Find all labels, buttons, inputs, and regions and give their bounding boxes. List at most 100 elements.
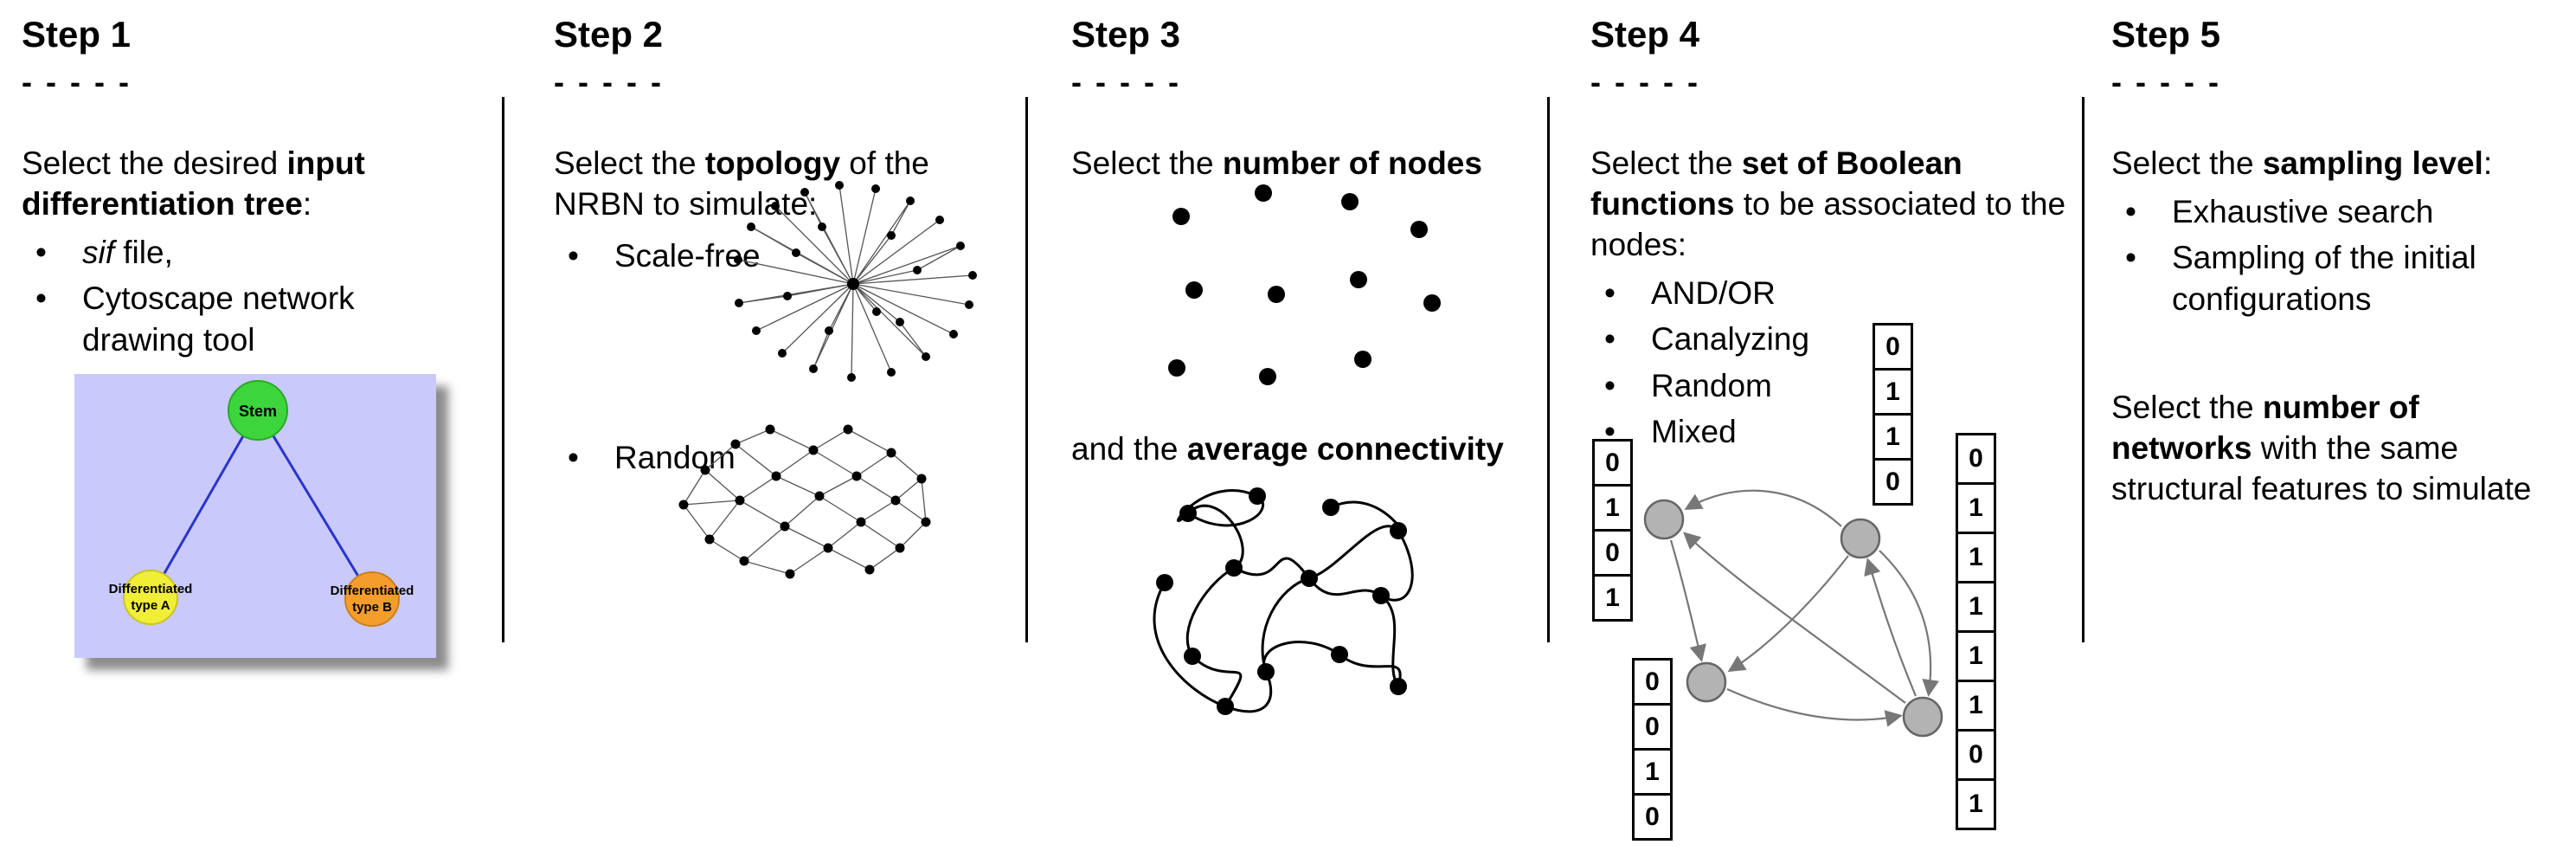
- step4-dashes: - - - - -: [1590, 64, 1700, 100]
- step5-bullet-sampling: Sampling of the initial configurations: [2111, 237, 2557, 319]
- boolean-network-edges: [1669, 489, 1939, 727]
- network-node: [1643, 499, 1685, 540]
- step5-intro: Select the sampling level:: [2111, 144, 2557, 184]
- table-cell: 1: [1956, 680, 1996, 732]
- table-cell: 1: [1592, 484, 1633, 532]
- step3-intro: Select the number of nodes: [1071, 144, 1543, 184]
- type-b-node: [344, 571, 400, 627]
- table-cell: 1: [1873, 413, 1913, 461]
- step1-bullet-cytoscape: Cytoscape network drawing tool: [22, 278, 459, 360]
- table-cell: 0: [1956, 729, 1996, 781]
- column-separator: [1025, 97, 1028, 642]
- boolean-network-nodes: [1643, 499, 1943, 738]
- table-cell: 1: [1592, 574, 1633, 622]
- text-segment: to be associated to the nodes:: [1590, 185, 2066, 262]
- tree-edge-b: [256, 409, 374, 600]
- step3-title: Step 3: [1071, 14, 1181, 55]
- text-segment: Select the: [1590, 145, 1742, 181]
- text-segment: Select the: [1071, 145, 1223, 181]
- table-cell: 0: [1632, 658, 1673, 706]
- differentiation-tree-svg: Stem Differentiated type A Differentiate…: [74, 374, 436, 658]
- scattered-nodes-svg: [1168, 184, 1441, 385]
- boolean-table-top: 0 1 1 0: [1873, 323, 1913, 506]
- column-separator: [2082, 97, 2085, 642]
- scattered-nodes: [1168, 184, 1441, 385]
- column-separator: [1547, 97, 1550, 642]
- step3-second-text: and the average connectivity: [1071, 429, 1543, 470]
- text-segment: file,: [114, 234, 173, 270]
- boolean-table-left: 0 1 0 1: [1592, 439, 1633, 622]
- table-cell: 0: [1592, 529, 1633, 577]
- text-segment: Random: [614, 440, 736, 475]
- table-cell: 0: [1632, 793, 1673, 841]
- step4-intro: Select the set of Boolean functions to b…: [1590, 144, 2071, 266]
- step1-column: Step 1 - - - - - Select the desired inpu…: [22, 0, 459, 851]
- text-segment-bold: number of nodes: [1222, 145, 1482, 181]
- text-segment-bold: topology: [704, 145, 841, 181]
- column-separator: [502, 97, 504, 642]
- table-cell: 0: [1873, 323, 1913, 371]
- random-network-nodes: [678, 424, 931, 579]
- scattered-nodes-illustration: [1142, 177, 1462, 424]
- network-node: [1686, 661, 1727, 703]
- type-a-node: [123, 570, 178, 625]
- type-a-label-line1: Differentiated: [109, 582, 193, 596]
- step2-dashes: - - - - -: [554, 64, 664, 100]
- step1-title: Step 1: [22, 14, 132, 55]
- text-segment-bold: average connectivity: [1186, 431, 1504, 467]
- text-segment: and the: [1071, 431, 1187, 467]
- table-cell: 1: [1956, 581, 1996, 633]
- table-cell: 1: [1956, 778, 1996, 830]
- connectivity-network-illustration: [1123, 474, 1435, 725]
- connectivity-edges: [1153, 489, 1414, 713]
- stem-node-label: Stem: [239, 403, 277, 420]
- table-cell: 0: [1873, 458, 1913, 506]
- step4-bullet-canalyzing: Canalyzing: [1590, 319, 2071, 360]
- step3-dashes: - - - - -: [1071, 64, 1181, 100]
- text-segment-bold: sampling level: [2262, 145, 2483, 181]
- text-segment: Mixed: [1651, 414, 1737, 450]
- text-segment-bold: number of networks: [2111, 390, 2419, 466]
- text-segment: Sampling of the initial configurations: [2172, 240, 2476, 317]
- table-cell: 1: [1632, 748, 1673, 796]
- text-segment: Select the: [2111, 390, 2263, 425]
- table-cell: 0: [1592, 439, 1633, 487]
- step5-bullet-list: Exhaustive search Sampling of the initia…: [2111, 191, 2557, 319]
- table-cell: 1: [1956, 482, 1996, 534]
- random-network-svg: [678, 424, 931, 579]
- random-network-illustration: [662, 405, 948, 596]
- step5-dashes: - - - - -: [2111, 64, 2221, 100]
- table-cell: 1: [1956, 532, 1996, 583]
- table-cell: 1: [1956, 630, 1996, 682]
- scale-free-network-svg: [734, 181, 977, 382]
- scale-free-network-illustration: [699, 173, 1002, 404]
- text-segment: Exhaustive search: [2172, 193, 2434, 229]
- network-node: [1902, 696, 1943, 738]
- boolean-network-svg: [1643, 489, 1943, 738]
- boolean-table-right: 0 1 1 1 1 1 0 1: [1956, 433, 1996, 830]
- table-cell: 0: [1956, 433, 1996, 485]
- step1-dashes: - - - - -: [22, 64, 132, 100]
- type-a-label-line2: type A: [131, 598, 170, 613]
- step4-column: Step 4 - - - - - Select the set of Boole…: [1590, 0, 2071, 851]
- text-segment: Select the: [2111, 145, 2263, 181]
- step4-bullet-list: AND/OR Canalyzing Random Mixed: [1590, 273, 2071, 453]
- step1-bullet-list: sif file, Cytoscape network drawing tool: [22, 232, 459, 360]
- scale-free-edges: [737, 184, 973, 378]
- text-segment: Cytoscape network drawing tool: [82, 280, 355, 358]
- step3-column: Step 3 - - - - - Select the number of no…: [1071, 0, 1543, 851]
- step5-column: Step 5 - - - - - Select the sampling lev…: [2111, 0, 2557, 851]
- text-segment: Scale-free: [614, 238, 761, 274]
- type-b-label-line2: type B: [352, 600, 392, 615]
- text-segment: :: [302, 185, 312, 222]
- step5-title: Step 5: [2111, 14, 2221, 55]
- text-segment-italic: sif: [82, 234, 114, 270]
- step4-bullet-and-or: AND/OR: [1590, 273, 2071, 314]
- network-node: [1840, 518, 1881, 559]
- text-segment: Select the desired: [22, 145, 287, 181]
- table-cell: 1: [1873, 368, 1913, 416]
- text-segment-bold: input differentiation tree: [22, 145, 365, 222]
- table-cell: 0: [1632, 703, 1673, 751]
- stem-node: [228, 380, 288, 441]
- step5-second-text: Select the number of networks with the s…: [2111, 388, 2557, 510]
